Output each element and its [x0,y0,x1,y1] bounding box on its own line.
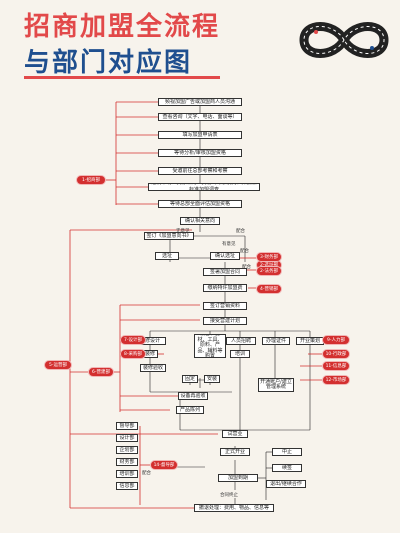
support-item: 信息部 [116,482,138,490]
column-opening-plan: 开业策划 [296,337,324,345]
dept-pill-zhaoshang: 1-招商部 [76,175,106,185]
step-account-system: 开通账户/建立管理系统 [258,378,294,392]
title-line-1: 招商加盟全流程 [24,12,221,42]
support-item: 财务部 [116,458,138,466]
dept-pill-fuwu: 14-督导部 [150,460,178,470]
step-equip-check: 设备再验收 [178,392,208,400]
step-training: 培训 [230,350,250,358]
dept-pill-shichang: 12-市场部 [322,375,350,385]
step-trial-run: 试营业 [222,430,248,438]
end-suspend: 中止 [272,448,302,456]
step-install: 安装 [204,375,220,383]
dept-pill-caigou: 8-采购部 [120,349,146,359]
step-2: 查看咨询（文字、电话、面谈等） [158,113,242,121]
step-7: 等待总部全面评估加盟资格 [158,200,242,208]
label-contract-end: 合同终止 [220,493,238,498]
column-license: 办理证件 [262,337,290,345]
step-9: 签订《加盟意向书》 [144,232,194,240]
step-5: 受邀前往总部考察和考察 [158,167,242,175]
support-item: 督导部 [116,422,138,430]
dept-pill-yunying: 5-运营部 [44,360,72,370]
title-line-2: 与部门对应图 [24,48,193,78]
label-support-cooperate: 配合 [142,471,151,476]
end-renew: 续签 [272,464,302,472]
label-cooperate-3: 配合 [242,264,251,270]
dept-pill-yingjian: 6-营建部 [88,367,114,377]
step-4: 等待分析/审核加盟资格 [158,149,242,157]
step-6: 邀请市场人员办来询人员访出专家谈判、并按照标准加盟调查 [148,183,260,191]
support-item: 设计部 [116,434,138,442]
column-purchase: 设备、器材、工具、原料、产品、辅料等购置 [194,334,226,358]
step-14: 签订营销资料 [203,302,247,310]
column-recruit: 人员招聘 [226,337,256,345]
support-item: 企划部 [116,446,138,454]
step-8: 确认相关意向 [180,217,220,225]
support-item: 培训部 [116,470,138,478]
label-with-objection: 有意见 [222,242,236,247]
dept-pill-caiwu: 3-财务部 [256,252,282,262]
label-no-objection: 无意见 [176,228,190,234]
step-12: 签署加盟合同 [203,268,247,276]
label-cooperate-1: 配合 [236,229,245,234]
dept-pill-qiye: 11-信息部 [322,361,350,371]
step-exit-handling: 撤退处理：费用、物品、信息等 [194,504,274,512]
step-11: 确认选址 [210,252,240,260]
dept-pill-xingxiao: 4-营销部 [256,284,282,294]
infinity-road-icon [299,22,389,58]
step-3: 填写加盟申请表 [158,131,242,139]
step-15: 接受营建计划 [203,317,247,325]
dept-pill-renli: 9-人力部 [322,335,350,345]
step-10: 选址 [155,252,179,260]
step-13: 缴纳特许加盟费 [203,284,247,292]
dept-pill-xingzheng: 10-行政部 [322,349,350,359]
step-contract-expire: 加盟到期 [218,474,258,482]
step-decor-check: 装修验收 [140,364,166,372]
step-grand-open: 正式开业 [220,448,250,456]
end-exit: 退出/继续合作 [266,480,306,488]
title-underline [24,76,220,79]
step-display: 产品陈列 [176,406,204,414]
dept-pill-falv: 2-法务部 [256,266,282,276]
dept-pill-sheji: 7-设计部 [120,335,146,345]
label-cooperate-2: 配合 [240,249,249,254]
step-1: 频视加盟广告或加盟商人员沟通 [158,98,242,106]
step-fix: 固定 [182,375,198,383]
